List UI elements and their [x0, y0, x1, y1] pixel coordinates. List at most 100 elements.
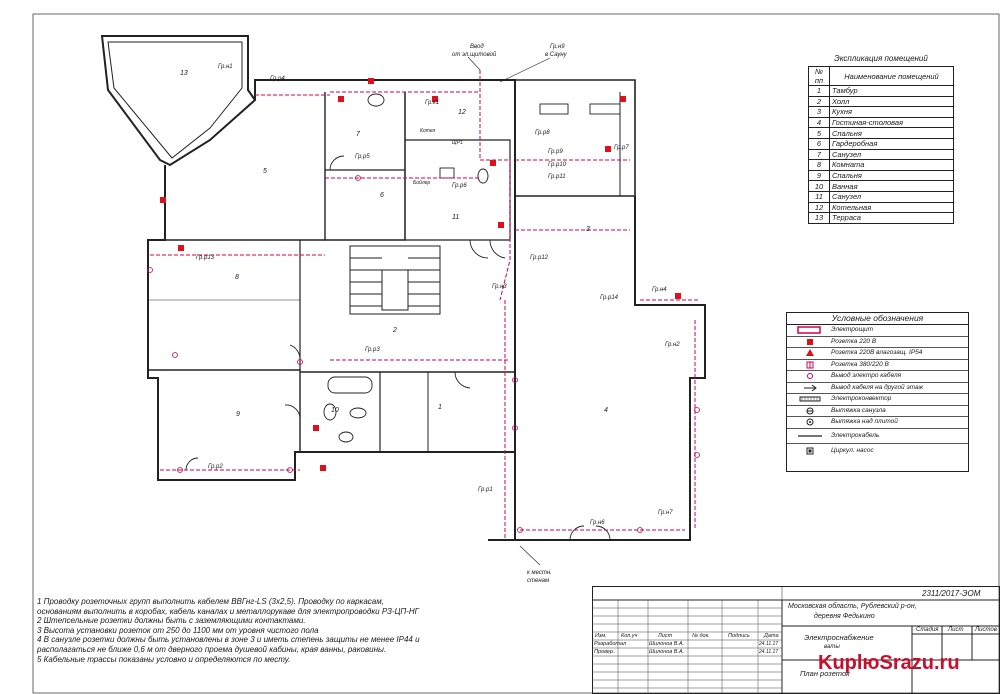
legend-title: Условные обозначения [787, 313, 968, 325]
legend-row: Вытяжка над плитой [787, 417, 968, 429]
room-number: 3 [586, 226, 590, 233]
explication-num: 3 [808, 106, 830, 118]
group-label: Гр.р4 [270, 76, 285, 82]
checker-role: Провер. [594, 649, 615, 655]
explication-room-name: Гардеробная [829, 137, 954, 150]
group-label: Гр.р1 [478, 487, 493, 493]
explication-num: 11 [808, 190, 830, 203]
checker-date: 24.11.17 [759, 649, 779, 655]
sheets-header: Листов [975, 627, 997, 633]
group-label: Гр.р8 [535, 130, 550, 136]
callout-sauna: в Сауну [545, 52, 567, 58]
legend-label: Электрокабель [831, 431, 880, 439]
legend-label: Вывод электро кабеля [831, 372, 902, 379]
group-label: Гр.р7 [614, 145, 629, 151]
explication-room-name: Тамбур [829, 85, 954, 97]
group-label: Гр.р13 [196, 255, 215, 261]
room-number: 10 [331, 407, 339, 414]
room-number: 2 [393, 327, 397, 334]
explication-num: 10 [808, 180, 830, 192]
room-number: 4 [604, 407, 608, 414]
document-subtitle: ваты [824, 644, 840, 650]
note-line: 4 В санузле розетки должны быть установл… [37, 635, 420, 645]
title-block: 2311/2017-ЭОМ Московская область, Рублев… [592, 586, 1000, 694]
room-number: 11 [452, 214, 460, 221]
col-header: Изм. [595, 633, 607, 639]
legend-row: Электрокабель [787, 429, 968, 444]
callout-walls: к местн. [527, 570, 552, 576]
callout-input: Ввод [470, 44, 484, 50]
explication-room-name: Кухня [829, 106, 954, 118]
legend-label: Вытяжка санузла [831, 406, 886, 414]
explication-room-name: Холл [829, 95, 954, 108]
explication-room-name: Спальня [829, 169, 954, 182]
legend-label: Розетка 380/220 В [831, 360, 889, 368]
explication-num: 6 [808, 137, 830, 150]
group-label: Гр.р9 [548, 149, 563, 155]
explication-title: Экспликация помещений [834, 54, 928, 63]
panel-label: ЩР1 [452, 140, 463, 146]
col-header: Кол.уч [621, 633, 638, 639]
col-header: № док. [692, 633, 710, 639]
legend-row: Циркул. насос [787, 444, 968, 458]
group-label: Гр.н2 [665, 342, 680, 348]
col-header: Дата [764, 633, 779, 639]
group-label: Гр.р14 [600, 295, 619, 301]
legend-label: Вытяжка над плитой [831, 418, 898, 425]
explication-room-name: Санузел [829, 190, 954, 203]
group-label: Гр.р2 [208, 464, 223, 470]
legend-row: Розетка 220В влагозащ. IP54 [787, 348, 968, 360]
room-number: 13 [180, 70, 188, 77]
group-label: Гр.р12 [530, 255, 549, 261]
legend-row: Розетка 220 В [787, 337, 968, 348]
explication-num: 2 [808, 95, 830, 108]
legend-label: Циркул. насос [831, 446, 874, 454]
explication-num: 1 [808, 85, 830, 97]
explication-num: 9 [808, 169, 830, 182]
checker-name: Шилонов В.А. [649, 649, 685, 655]
room-number: 6 [380, 192, 384, 199]
explication-col-name: Наименование помещений [829, 66, 954, 86]
explication-room-name: Комната [829, 159, 954, 171]
sheet-header: Лист [948, 627, 964, 633]
developer-name: Шилонов В.А. [649, 641, 685, 647]
group-label: Гр.н4 [652, 287, 667, 293]
project-address-line2: деревня Федькино [814, 613, 875, 620]
explication-num: 7 [808, 148, 830, 161]
group-label: Гр.р3 [365, 347, 380, 353]
note-line: 5 Кабельные трассы показаны условно и оп… [37, 654, 291, 664]
equipment-label: Котел [420, 128, 436, 134]
explication-room-name: Котельная [829, 201, 954, 214]
room-number: 8 [235, 274, 239, 281]
watermark: KuplюSrazu.ru [818, 652, 960, 674]
room-number: 9 [236, 411, 240, 418]
legend-row: Электрощит [787, 325, 968, 337]
stage-header: Стадия [916, 627, 939, 633]
legend-label: Розетка 220 В [831, 337, 877, 345]
col-header: Лист [658, 633, 673, 639]
callout-input: от эл.щитовой [452, 52, 497, 58]
staircase [349, 245, 441, 315]
explication-col-num: № пп [808, 66, 830, 86]
terrace-outline [100, 35, 257, 167]
group-label: Гр.н1 [218, 64, 233, 70]
room-number: 5 [263, 168, 267, 175]
group-label: Гр.р10 [548, 162, 567, 168]
plumbing-fixtures [323, 93, 621, 443]
group-label: Гр.р5 [355, 154, 370, 160]
explication-num: 12 [808, 201, 830, 214]
group-label: Гр.к1 [425, 100, 440, 106]
room-number: 12 [458, 109, 466, 116]
group-label: Гр.н6 [590, 520, 605, 526]
legend-row: Электроконвектор [787, 394, 968, 406]
note-line: 1 Проводку розеточных групп выполнить ка… [37, 597, 384, 606]
room-number: 7 [356, 131, 360, 138]
